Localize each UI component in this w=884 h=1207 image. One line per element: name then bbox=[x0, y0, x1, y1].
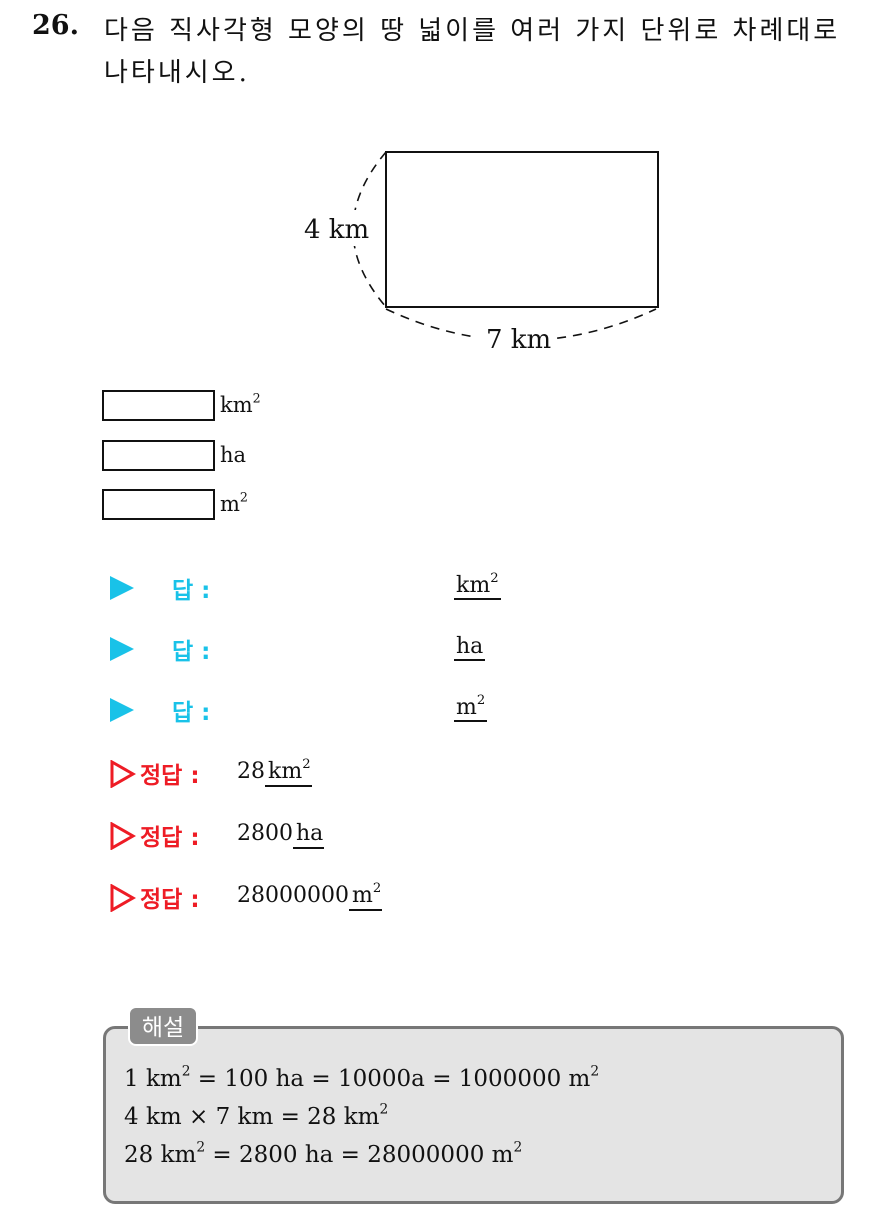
outline-arrow-icon bbox=[110, 760, 136, 788]
input-row-km2: km2 bbox=[102, 390, 261, 424]
answer-unit: km2 bbox=[454, 571, 501, 600]
explanation-line: 28 km2 = 2800 ha = 28000000 m2 bbox=[124, 1139, 523, 1168]
outline-arrow-icon bbox=[110, 884, 136, 912]
answer-unit: ha bbox=[454, 634, 486, 661]
input-row-m2: m2 bbox=[102, 489, 248, 523]
height-label: 4 km bbox=[304, 215, 369, 245]
rectangle-figure: 4 km 7 km bbox=[300, 151, 659, 358]
width-label: 7 km bbox=[486, 325, 551, 355]
answer-unit: m2 bbox=[454, 693, 488, 722]
question-text: 다음 직사각형 모양의 땅 넓이를 여러 가지 단위로 차례대로 나타내시오. bbox=[104, 16, 841, 88]
play-arrow-icon bbox=[110, 637, 134, 661]
correct-label: 정답 : bbox=[140, 887, 200, 913]
answer-row: 답 : ha bbox=[110, 632, 530, 666]
land-rectangle bbox=[385, 151, 659, 308]
answer-label: 답 : bbox=[172, 578, 211, 604]
correct-label: 정답 : bbox=[140, 825, 200, 851]
answer-label: 답 : bbox=[172, 700, 211, 726]
answer-row: 답 : km2 bbox=[110, 571, 530, 605]
width-dimension-arc bbox=[385, 308, 657, 342]
explanation-line: 1 km2 = 100 ha = 10000a = 1000000 m2 bbox=[124, 1063, 600, 1092]
correct-label: 정답 : bbox=[140, 763, 200, 789]
explanation-panel bbox=[103, 1026, 844, 1204]
answer-input-box[interactable] bbox=[102, 489, 215, 520]
answer-label: 답 : bbox=[172, 639, 211, 665]
answer-input-box[interactable] bbox=[102, 390, 215, 421]
answer-row: 답 : m2 bbox=[110, 693, 530, 727]
outline-arrow-icon bbox=[110, 822, 136, 850]
explanation-tab: 해설 bbox=[128, 1006, 198, 1046]
input-row-ha: ha bbox=[102, 440, 246, 474]
play-arrow-icon bbox=[110, 576, 134, 600]
explanation-line: 4 km × 7 km = 28 km2 bbox=[124, 1101, 389, 1130]
answer-input-box[interactable] bbox=[102, 440, 215, 471]
unit-label: ha bbox=[220, 443, 247, 467]
play-arrow-icon bbox=[110, 698, 134, 722]
unit-label: km2 bbox=[220, 390, 261, 417]
question-number: 26. bbox=[32, 10, 79, 41]
unit-label: m2 bbox=[220, 489, 248, 516]
